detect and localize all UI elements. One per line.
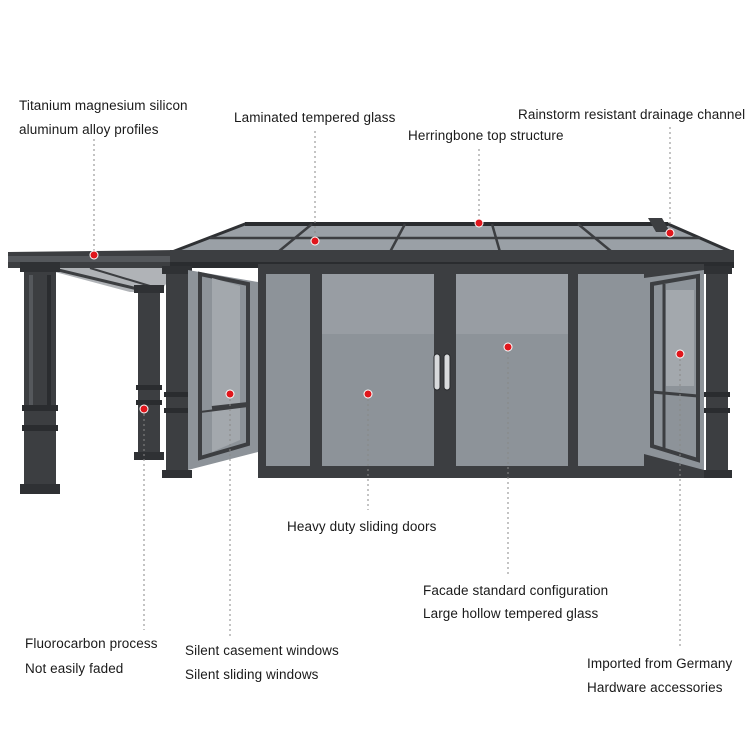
label-herringbone-line1: Herringbone top structure (408, 128, 564, 143)
label-hardware: Imported from Germany Hardware accessori… (587, 652, 732, 700)
label-glass: Laminated tempered glass (234, 110, 396, 125)
label-casement-line2: Silent sliding windows (185, 667, 319, 682)
label-facade: Facade standard configuration Large holl… (423, 579, 608, 625)
label-sliding-doors-line1: Heavy duty sliding doors (287, 519, 437, 534)
label-profiles: Titanium magnesium silicon aluminum allo… (19, 94, 188, 142)
label-drainage-line1: Rainstorm resistant drainage channel (518, 107, 746, 122)
pergola-extension (8, 250, 178, 494)
marker-glass (310, 236, 320, 246)
label-fluorocarbon: Fluorocarbon process Not easily faded (25, 631, 158, 681)
marker-sliding-doors (363, 389, 373, 399)
label-facade-line2: Large hollow tempered glass (423, 606, 599, 621)
label-fluorocarbon-line1: Fluorocarbon process (25, 636, 158, 651)
leader-lines (93, 127, 681, 648)
marker-profiles (89, 250, 99, 260)
label-casement: Silent casement windows Silent sliding w… (185, 639, 339, 687)
label-hardware-line1: Imported from Germany (587, 656, 733, 671)
marker-facade (503, 342, 513, 352)
label-hardware-line2: Hardware accessories (587, 680, 723, 695)
marker-casement (225, 389, 235, 399)
marker-drainage (665, 228, 675, 238)
callout-markers (89, 218, 685, 414)
marker-herringbone (474, 218, 484, 228)
label-casement-line1: Silent casement windows (185, 643, 339, 658)
label-profiles-line2: aluminum alloy profiles (19, 122, 159, 137)
label-facade-line1: Facade standard configuration (423, 583, 609, 598)
label-glass-line1: Laminated tempered glass (234, 110, 396, 125)
marker-fluorocarbon (139, 404, 149, 414)
label-profiles-line1: Titanium magnesium silicon (19, 98, 188, 113)
label-drainage: Rainstorm resistant drainage channel (518, 107, 745, 122)
label-sliding-doors: Heavy duty sliding doors (287, 519, 436, 534)
label-herringbone: Herringbone top structure (408, 128, 564, 143)
label-fluorocarbon-line2: Not easily faded (25, 661, 124, 676)
marker-hardware (675, 349, 685, 359)
sunroom-body (162, 264, 732, 478)
main-roof (170, 218, 734, 268)
